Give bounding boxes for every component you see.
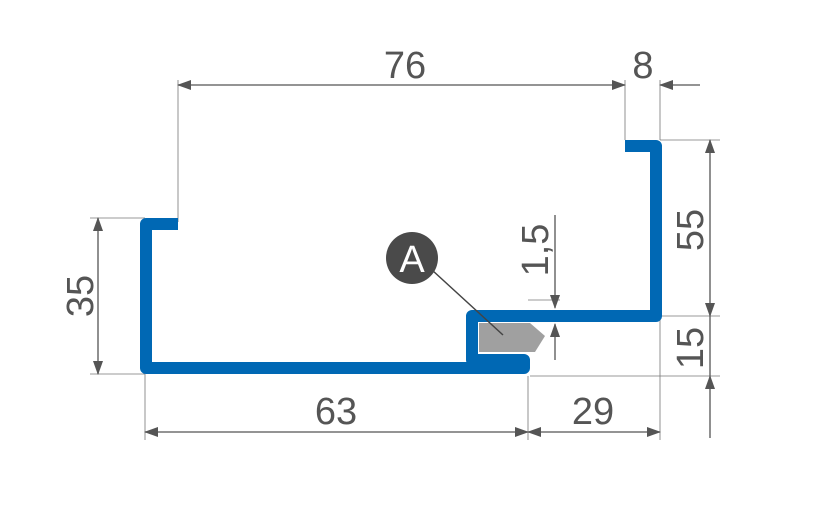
callout-leader [431, 269, 504, 336]
dim-left-height: 35 [60, 275, 102, 317]
dim-bottom-right-height: 15 [670, 327, 712, 369]
dim-bottom-right-width: 29 [572, 391, 614, 433]
dim-lip-width: 8 [632, 45, 653, 87]
gasket-insert-a [479, 323, 545, 352]
callout-circle [386, 232, 438, 284]
callout-label: A [399, 239, 425, 281]
dim-gap: 1,5 [515, 224, 557, 277]
dim-top-width: 76 [384, 45, 426, 87]
steel-profile [140, 140, 662, 374]
dim-bottom-left-width: 63 [315, 391, 357, 433]
dimension-lines [93, 80, 715, 438]
dim-right-height: 55 [670, 209, 712, 251]
